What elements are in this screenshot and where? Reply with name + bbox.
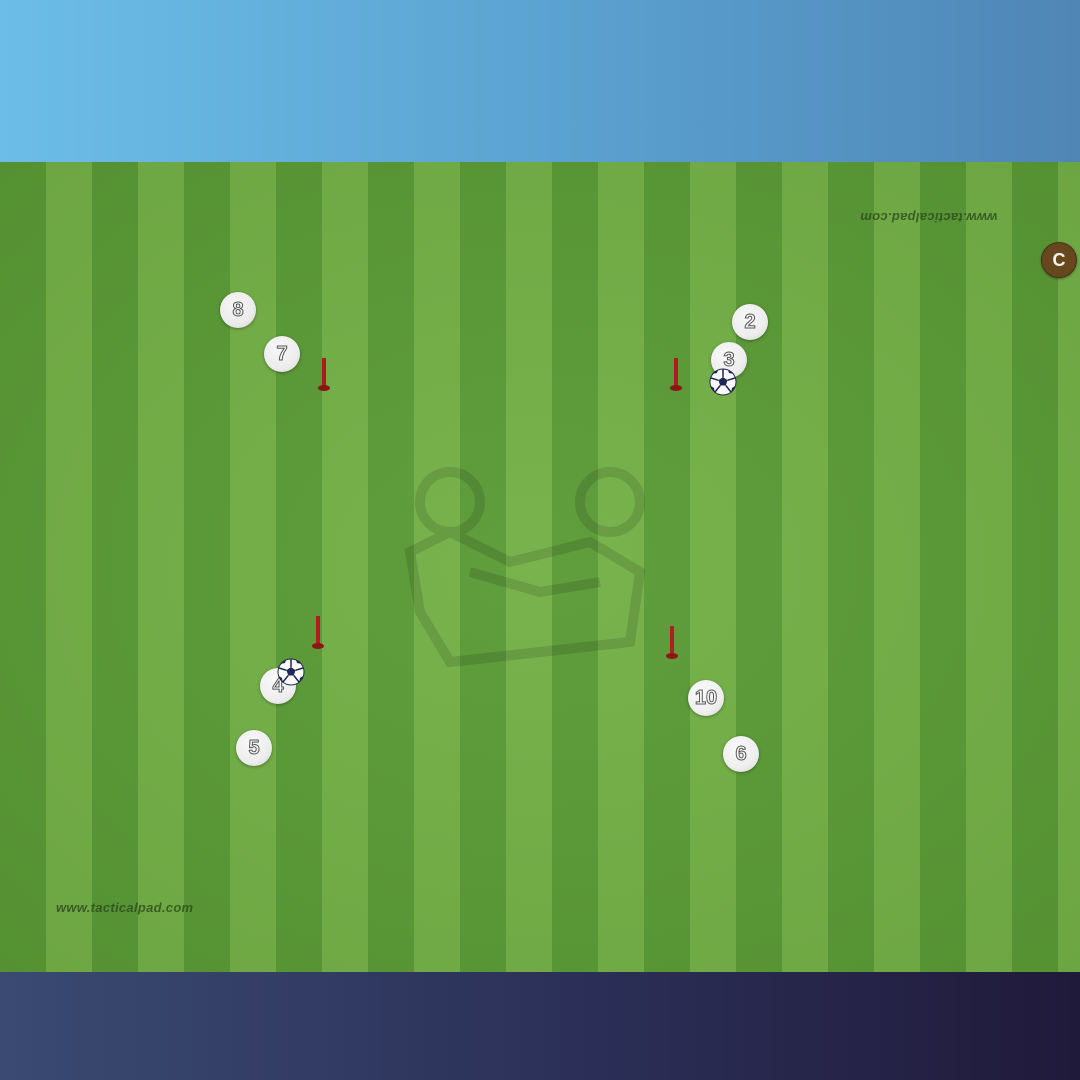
cone-marker-icon[interactable] [669, 358, 683, 392]
cone-marker-icon[interactable] [317, 358, 331, 392]
watermark-text-bottom: www.tacticalpad.com [56, 900, 194, 915]
corner-menu-button[interactable]: C [1041, 242, 1077, 278]
soccer-ball-icon[interactable] [277, 658, 305, 686]
training-pitch[interactable]: www.tacticalpad.com www.tacticalpad.com … [0, 162, 1080, 972]
top-banner [0, 0, 1080, 162]
player-token[interactable]: 7 [264, 336, 300, 372]
player-token[interactable]: 6 [723, 736, 759, 772]
watermark-text-top: www.tacticalpad.com [860, 210, 998, 225]
player-token[interactable]: 10 [688, 680, 724, 716]
cone-marker-icon[interactable] [311, 616, 325, 650]
bottom-banner [0, 972, 1080, 1080]
player-token[interactable]: 8 [220, 292, 256, 328]
soccer-ball-icon[interactable] [709, 368, 737, 396]
player-token[interactable]: 5 [236, 730, 272, 766]
player-token[interactable]: 2 [732, 304, 768, 340]
tacticalpad-logo-watermark [404, 467, 646, 668]
cone-marker-icon[interactable] [665, 626, 679, 660]
